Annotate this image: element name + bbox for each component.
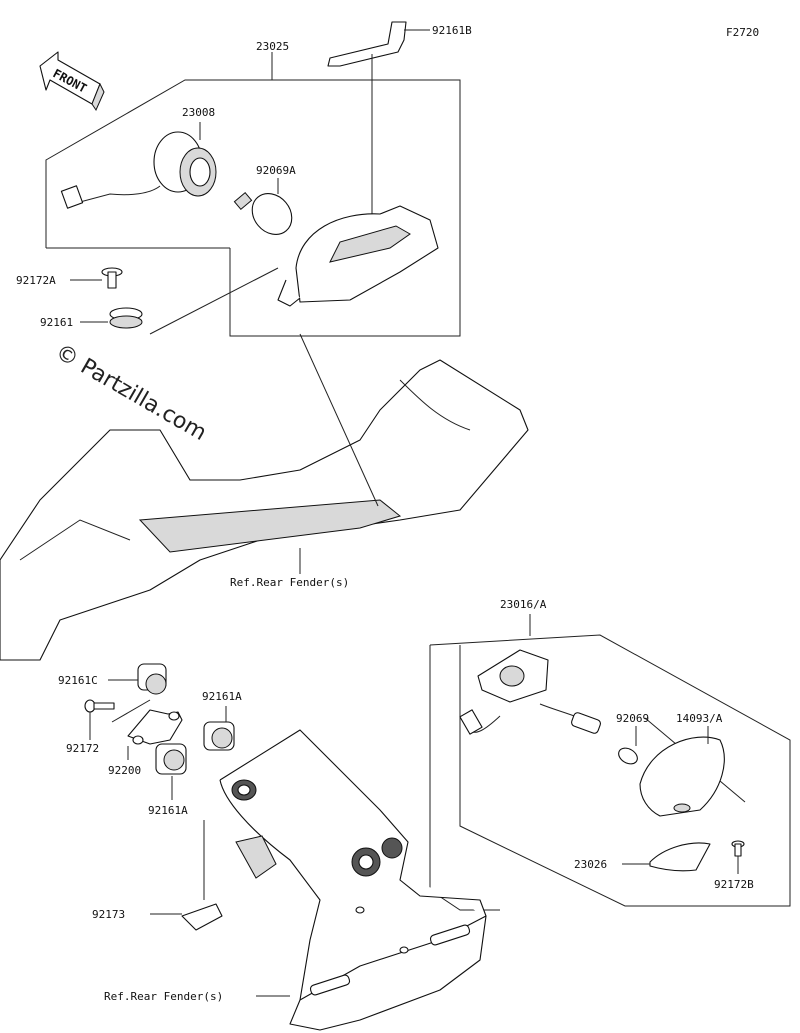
callout-92161a-2: 92161A	[148, 804, 188, 817]
socket-23008	[60, 122, 217, 209]
callout-92173: 92173	[92, 908, 125, 921]
callout-92161c: 92161C	[58, 674, 98, 687]
grommet-92161	[80, 307, 143, 329]
cap-92173	[150, 903, 223, 931]
callout-23025: 23025	[256, 40, 289, 53]
callout-14093a: 14093/A	[676, 712, 723, 725]
callout-92172: 92172	[66, 742, 99, 755]
callout-92161: 92161	[40, 316, 73, 329]
callout-92172b: 92172B	[714, 878, 754, 891]
callout-23026: 23026	[574, 858, 607, 871]
callout-92200: 92200	[108, 764, 141, 777]
bulb-92069a	[233, 178, 293, 235]
rear-fender-upper	[0, 333, 529, 661]
callout-92161b: 92161B	[432, 24, 472, 37]
callout-ref-rear-fender-1: Ref.Rear Fender(s)	[230, 576, 349, 589]
plate-92200	[111, 699, 183, 760]
screw-92172	[84, 699, 115, 740]
cover-23026	[622, 842, 711, 872]
bulb-92069	[618, 726, 638, 765]
lens-14093a	[639, 726, 725, 817]
callout-92172a: 92172A	[16, 274, 56, 287]
turn-signal-frame	[429, 614, 791, 911]
bushing-92161c	[108, 663, 167, 695]
reflector-housing	[277, 205, 439, 307]
callout-23016a: 23016/A	[500, 598, 547, 611]
front-arrow-icon: FRONT	[39, 51, 105, 112]
callout-23008: 23008	[182, 106, 215, 119]
grommet-92161a-upper	[203, 706, 235, 751]
grommet-92161a-lower	[155, 743, 187, 800]
screw-92172b	[731, 840, 745, 874]
screw-92172a	[70, 267, 123, 289]
callout-92161a-1: 92161A	[202, 690, 242, 703]
callout-92069: 92069	[616, 712, 649, 725]
upper-assembly-frame	[45, 52, 461, 337]
callout-92069a: 92069A	[256, 164, 296, 177]
turn-signal-socket-23016a	[459, 649, 601, 735]
figure-code: F2720	[726, 26, 759, 39]
bracket-92161b	[327, 21, 430, 230]
callout-ref-rear-fender-2: Ref.Rear Fender(s)	[104, 990, 223, 1003]
license-plate-bracket	[203, 729, 487, 1031]
